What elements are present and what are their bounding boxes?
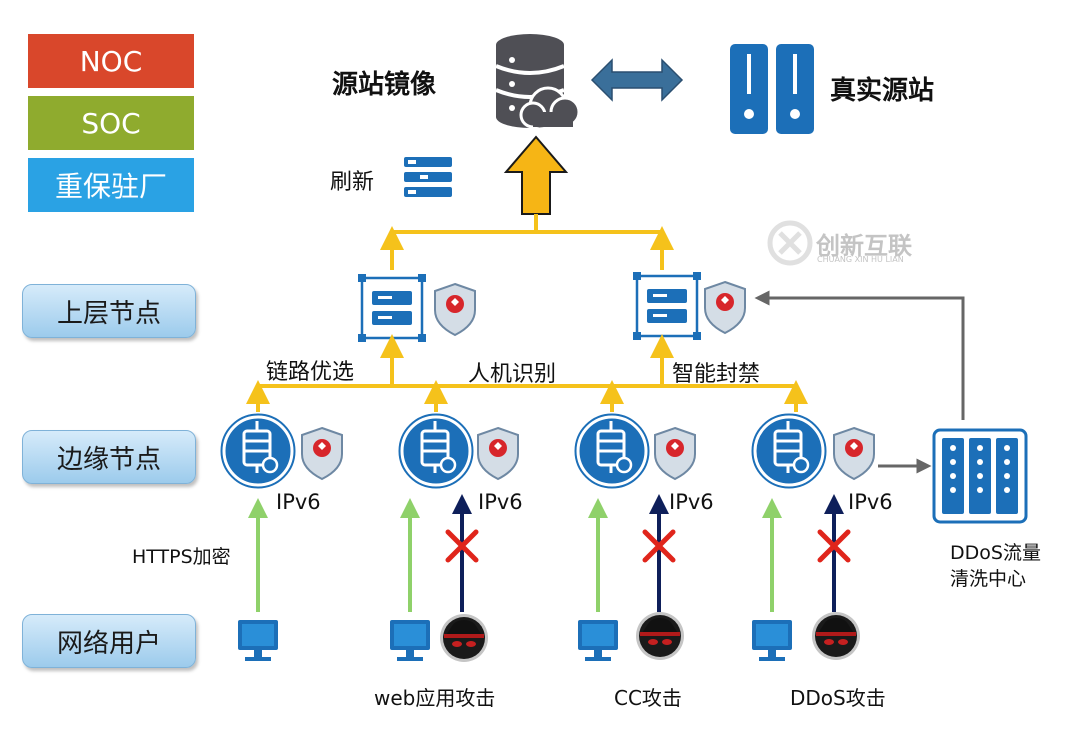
ddos-cleaning-server-icon: [932, 428, 1028, 524]
feature-human-verification: 人机识别: [468, 362, 557, 387]
hacker-icon: [812, 612, 860, 660]
edge-node-2: [398, 413, 474, 489]
refresh-list-icon: [404, 157, 452, 197]
computer-icon: [578, 620, 618, 661]
ipv6-label-1: IPv6: [276, 490, 321, 514]
ddos-divert-arrows: [754, 290, 965, 474]
refresh-label: 刷新: [330, 170, 375, 195]
legend-onsite-label: 重保驻厂: [54, 170, 167, 203]
edge-yellow-connector: [246, 334, 808, 412]
user-green-arrows: [248, 498, 782, 612]
feature-smart-ban: 智能封禁: [672, 362, 761, 387]
attack-web-label: web应用攻击: [374, 686, 496, 710]
upper-node-right: [631, 270, 703, 342]
watermark-logo-icon: [767, 220, 813, 266]
tier-upper-node: 上层节点: [22, 284, 196, 338]
tier-edge-label: 边缘节点: [56, 444, 161, 475]
attack-navy-arrows: [452, 494, 844, 612]
attack-cc-label: CC攻击: [614, 686, 682, 710]
shield-icon: [654, 427, 696, 480]
edge-node-4: [751, 413, 827, 489]
feature-route-optimization: 链路优选: [266, 360, 355, 385]
attack-ddos-label: DDoS攻击: [790, 686, 886, 710]
edge-node-1: [220, 413, 296, 489]
ipv6-label-4: IPv6: [848, 490, 893, 514]
real-source-server-icon: [730, 44, 814, 134]
shield-icon: [704, 281, 746, 334]
ipv6-label-3: IPv6: [669, 490, 714, 514]
shield-icon: [833, 427, 875, 480]
tier-network-users: 网络用户: [22, 614, 196, 668]
tier-edge-node: 边缘节点: [22, 430, 196, 484]
watermark-cn: 创新互联: [816, 232, 912, 260]
edge-node-3: [574, 413, 650, 489]
computer-icon: [752, 620, 792, 661]
shield-icon: [301, 427, 343, 480]
tier-upper-label: 上层节点: [56, 298, 161, 329]
https-encryption-label: HTTPS加密: [132, 546, 231, 568]
upper-yellow-connector: [380, 214, 674, 270]
hacker-icon: [440, 614, 488, 662]
database-cloud-icon: [495, 34, 581, 129]
shield-icon: [477, 427, 519, 480]
watermark-en: CHUANG XIN HU LIAN: [817, 255, 904, 264]
ipv6-label-2: IPv6: [478, 490, 523, 514]
shield-icon: [434, 283, 476, 336]
legend-soc-label: SOC: [81, 106, 141, 140]
sync-double-arrow: [590, 58, 684, 102]
upload-orange-arrow: [503, 135, 569, 215]
hacker-icon: [636, 612, 684, 660]
upper-node-left: [356, 272, 428, 344]
legend-noc-label: NOC: [79, 44, 143, 78]
real-source-label: 真实源站: [830, 76, 935, 106]
computer-icon: [390, 620, 430, 661]
source-mirror-label: 源站镜像: [332, 70, 437, 100]
ddos-center-label-1: DDoS流量: [950, 542, 1041, 564]
tier-users-label: 网络用户: [56, 628, 161, 659]
legend-noc: NOC: [28, 34, 194, 88]
legend-onsite: 重保驻厂: [28, 158, 194, 212]
ddos-center-label-2: 清洗中心: [950, 568, 1027, 590]
legend-soc: SOC: [28, 96, 194, 150]
computer-icon: [238, 620, 278, 661]
